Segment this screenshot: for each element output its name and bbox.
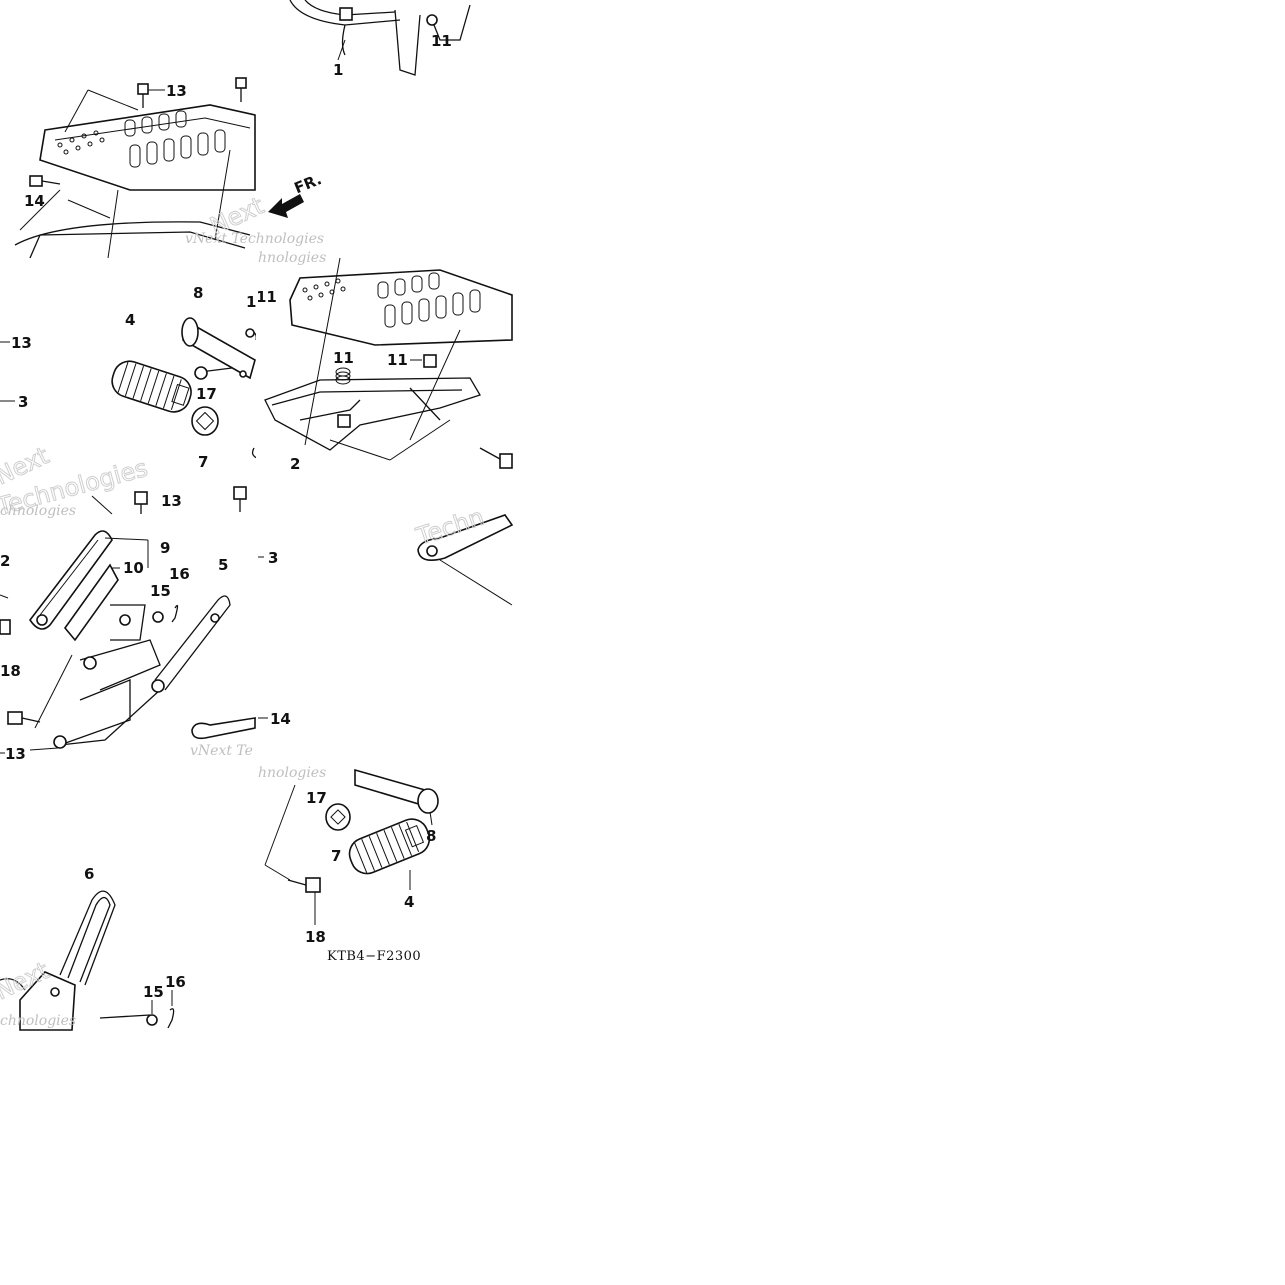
svg-text:hnologies: hnologies	[258, 765, 326, 781]
direction-label: FR.	[292, 170, 325, 197]
callout-13: 13	[166, 82, 187, 100]
callout-4-bottom: 4	[404, 893, 414, 911]
callout-15-bottom: 15	[143, 983, 164, 1001]
callout-13-lower: 13	[5, 745, 26, 763]
svg-text:hnologies: hnologies	[258, 250, 326, 266]
svg-text:vNext Technologies: vNext Technologies	[185, 231, 324, 247]
callout-16-bottom: 16	[165, 973, 186, 991]
callout-17-bottom: 17	[306, 789, 327, 807]
footrest-plate-drawing	[14, 77, 256, 259]
svg-text:vNext Te: vNext Te	[190, 743, 253, 759]
callout-9: 9	[160, 539, 170, 557]
footrest-bracket-assembly	[0, 486, 268, 754]
peg-rubber-and-pin	[0, 317, 258, 459]
callout-3: 3	[18, 393, 28, 411]
callout-18: 18	[0, 662, 21, 680]
front-direction-arrow: FR.	[268, 170, 324, 218]
callout-18-bottom: 18	[305, 928, 326, 946]
callout-labels: 1 11 13 14 8 4 1 11 13 3 17 7 11 11 2 13…	[0, 32, 452, 1001]
callout-13-edge: 13	[11, 334, 32, 352]
tile-seams	[256, 258, 258, 770]
callout-11-edge: 11	[256, 288, 277, 306]
callout-14-link: 14	[270, 710, 291, 728]
callout-3-right: 3	[268, 549, 278, 567]
callout-10: 10	[123, 559, 144, 577]
callout-16: 16	[169, 565, 190, 583]
callout-2: 2	[290, 455, 300, 473]
footrest-bracket-top	[289, 0, 471, 76]
callout-17: 17	[196, 385, 217, 403]
callout-11-spring: 11	[333, 349, 354, 367]
callout-7: 7	[198, 453, 208, 471]
callout-14: 14	[24, 192, 45, 210]
callout-2-edge: 2	[0, 552, 10, 570]
callout-5: 5	[218, 556, 228, 574]
peg-rubber-bottom	[264, 768, 439, 925]
callout-15: 15	[150, 582, 171, 600]
callout-11: 11	[431, 32, 452, 50]
svg-text:chnologies: chnologies	[0, 503, 76, 519]
bracket-link-fragment	[258, 514, 514, 606]
callout-11-collar: 11	[387, 351, 408, 369]
callout-13-bolt: 13	[161, 492, 182, 510]
callout-8-bottom: 8	[426, 827, 436, 845]
heel-guard-strap	[0, 890, 175, 1031]
callout-1-partial: 1	[246, 293, 256, 311]
svg-text:chnologies: chnologies	[0, 1013, 76, 1029]
part-code-label: KTB4−F2300	[327, 949, 421, 964]
callout-1: 1	[333, 61, 343, 79]
callout-8: 8	[193, 284, 203, 302]
step-plate-assembly	[264, 257, 513, 469]
callout-4: 4	[125, 311, 135, 329]
callout-7-bottom: 7	[331, 847, 341, 865]
callout-6: 6	[84, 865, 94, 883]
